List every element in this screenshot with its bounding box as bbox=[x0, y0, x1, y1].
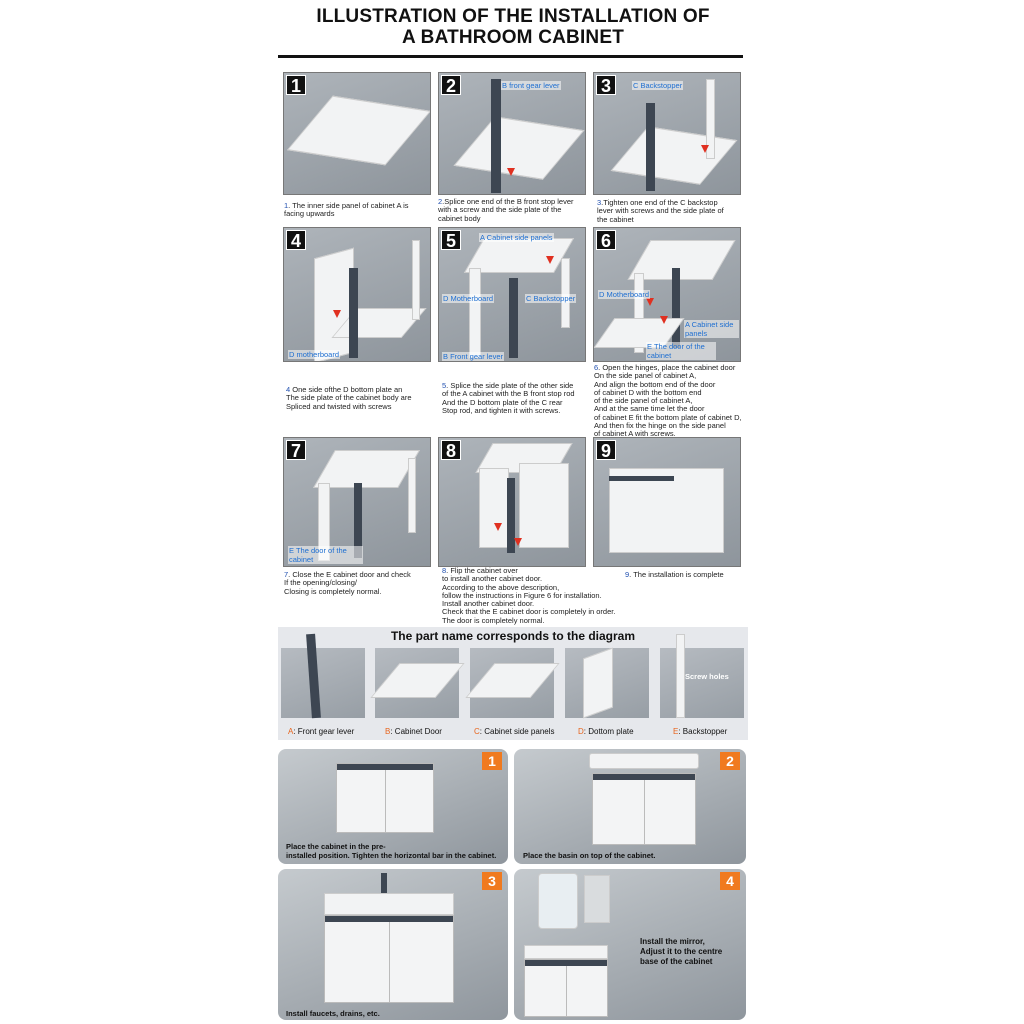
backstopper bbox=[561, 258, 570, 328]
basin bbox=[524, 945, 608, 959]
red-arrow-icon bbox=[701, 145, 709, 153]
mirror bbox=[538, 873, 578, 929]
front-gear-lever bbox=[354, 483, 362, 558]
step-4-image: 4 D motherboard bbox=[283, 227, 431, 362]
step-9-caption: 9. The installation is complete bbox=[625, 570, 724, 579]
install-step-2: 2 Place the basin on top of the cabinet. bbox=[514, 749, 746, 864]
front-gear-lever bbox=[507, 478, 515, 553]
step-2-image: 2 B front gear lever bbox=[438, 72, 586, 195]
step-6-image: 6 D Motherboard A Cabinet side panels E … bbox=[593, 227, 741, 362]
side-panel bbox=[610, 126, 738, 185]
side-panel bbox=[479, 468, 509, 548]
basin bbox=[324, 893, 454, 915]
side-panel bbox=[286, 95, 430, 166]
step-2-caption: 2.Splice one end of the B front stop lev… bbox=[438, 197, 574, 223]
red-arrow-icon bbox=[546, 256, 554, 264]
front-gear-lever bbox=[646, 103, 655, 191]
cabinet-door bbox=[519, 463, 569, 548]
red-arrow-icon bbox=[507, 168, 515, 176]
cabinet bbox=[592, 773, 696, 845]
cabinet bbox=[324, 915, 454, 1003]
step-1-caption: 1. The inner side panel of cabinet A is … bbox=[284, 201, 409, 219]
front-gear-lever bbox=[509, 278, 518, 358]
assembled-cabinet bbox=[609, 468, 724, 553]
side-panel bbox=[469, 268, 481, 358]
faucet-icon bbox=[381, 873, 387, 895]
part-a-image bbox=[281, 633, 365, 719]
page-title: ILLUSTRATION OF THE INSTALLATION OF A BA… bbox=[316, 6, 710, 48]
step-6-caption: 6. Open the hinges, place the cabinet do… bbox=[594, 363, 742, 439]
step-3-image: 3 C Backstopper bbox=[593, 72, 741, 195]
shelf bbox=[584, 875, 610, 923]
cabinet bbox=[524, 959, 608, 1017]
red-arrow-icon bbox=[660, 316, 668, 324]
front-gear-lever bbox=[672, 268, 680, 348]
step-9-image: 9 bbox=[593, 437, 741, 567]
step-7-caption: 7. Close the E cabinet door and check If… bbox=[284, 570, 411, 596]
step-8-caption: 8. Flip the cabinet over to install anot… bbox=[442, 566, 616, 625]
step-8-image: 8 bbox=[438, 437, 586, 567]
red-arrow-icon bbox=[646, 298, 654, 306]
part-d-label: D: Dottom plate bbox=[578, 727, 634, 736]
front-gear-lever bbox=[491, 79, 501, 193]
step-5-caption: 5. Splice the side plate of the other si… bbox=[442, 381, 575, 415]
bottom-plate bbox=[314, 247, 354, 361]
part-b-label: B: Cabinet Door bbox=[385, 727, 442, 736]
red-arrow-icon bbox=[333, 310, 341, 318]
part-a-label: A: Front gear lever bbox=[288, 727, 355, 736]
front-gear-lever bbox=[609, 476, 674, 481]
red-arrow-icon bbox=[494, 523, 502, 531]
part-e-label: E: Backstopper bbox=[673, 727, 728, 736]
backstopper bbox=[706, 79, 715, 159]
step-3-caption: 3.Tighten one end of the C backstop leve… bbox=[597, 198, 724, 224]
install-step-4: 4 Install the mirror, Adjust it to the c… bbox=[514, 869, 746, 1020]
install-step-3: 3 Install faucets, drains, etc. bbox=[278, 869, 508, 1020]
parts-title: The part name corresponds to the diagram bbox=[390, 629, 636, 643]
backstopper bbox=[408, 458, 416, 533]
step-4-caption: 4 One side ofthe D bottom plate an The s… bbox=[286, 385, 412, 411]
step-1-image: 1 bbox=[283, 72, 431, 195]
part-b-image bbox=[370, 648, 465, 718]
front-gear-lever bbox=[349, 268, 358, 358]
part-d-image bbox=[565, 647, 649, 719]
backstopper bbox=[412, 240, 420, 320]
part-c-image bbox=[465, 648, 560, 718]
red-arrow-icon bbox=[514, 538, 522, 546]
step-5-image: 5 A Cabinet side panels D Motherboard C … bbox=[438, 227, 586, 362]
install-step-1: 1 Place the cabinet in the pre- installe… bbox=[278, 749, 508, 864]
cabinet bbox=[336, 763, 434, 833]
title-divider bbox=[278, 55, 743, 58]
basin bbox=[589, 753, 699, 769]
step-7-image: 7 E The door of the cabinet bbox=[283, 437, 431, 567]
side-panel bbox=[453, 116, 585, 180]
part-e-image: Screw holes bbox=[660, 634, 744, 718]
side-panel bbox=[634, 273, 644, 353]
part-c-label: C: Cabinet side panels bbox=[474, 727, 555, 736]
